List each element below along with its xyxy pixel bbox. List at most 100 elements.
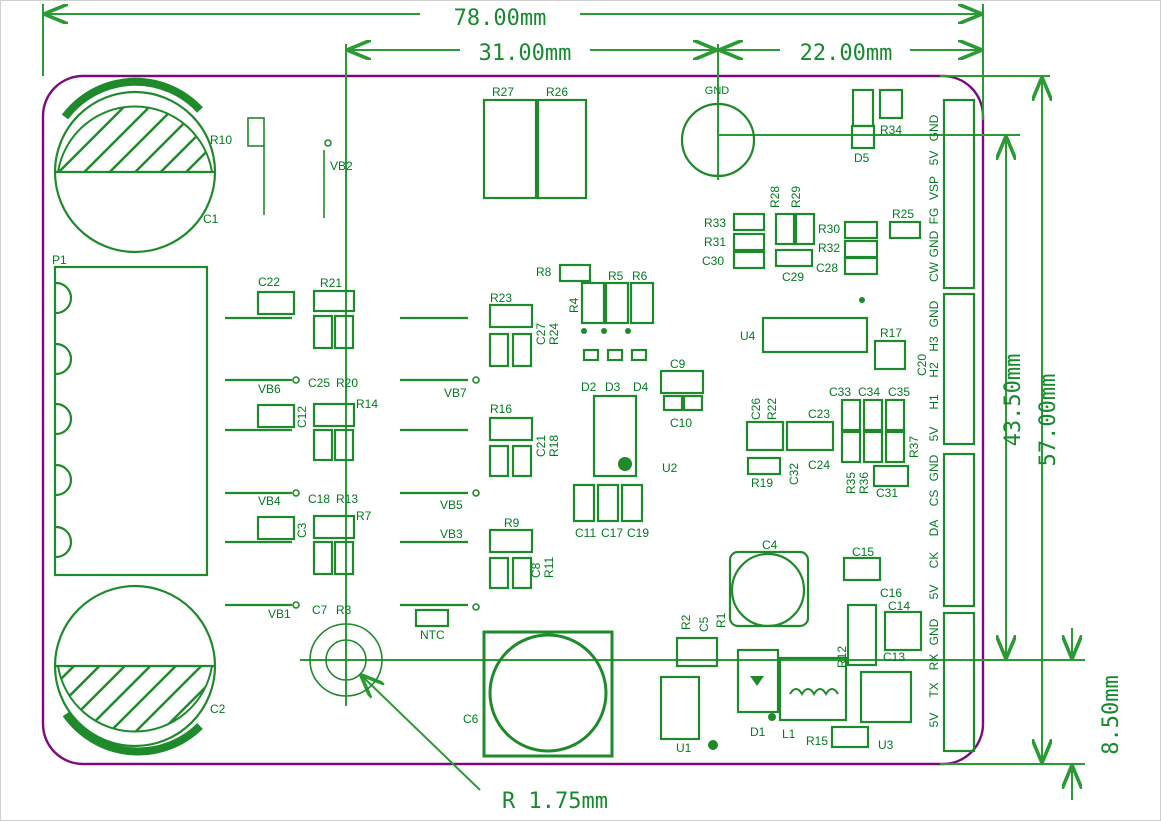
label-r4: R4 bbox=[567, 297, 581, 313]
label-c26: C26 bbox=[749, 398, 763, 420]
label-r3: R3 bbox=[336, 603, 352, 617]
label-vb5: VB5 bbox=[440, 498, 463, 512]
label-d3: D3 bbox=[605, 380, 621, 394]
label-c31: C31 bbox=[876, 486, 898, 500]
label-c21: C21 bbox=[534, 435, 548, 457]
label-vb1: VB1 bbox=[268, 607, 291, 621]
dim-overall-width: 78.00mm bbox=[454, 6, 547, 31]
label-d5: D5 bbox=[854, 151, 870, 165]
label-r28: R28 bbox=[768, 186, 782, 208]
label-c9: C9 bbox=[670, 357, 686, 371]
label-r9: R9 bbox=[504, 516, 520, 530]
label-vb6: VB6 bbox=[258, 382, 281, 396]
pin-label: FG bbox=[927, 208, 941, 225]
label-r1: R1 bbox=[714, 612, 728, 628]
label-p1: P1 bbox=[52, 253, 67, 267]
label-c32: C32 bbox=[787, 463, 801, 485]
label-c17: C17 bbox=[601, 526, 623, 540]
center-parts bbox=[482, 98, 705, 758]
label-d2: D2 bbox=[581, 380, 597, 394]
label-r13: R13 bbox=[336, 492, 358, 506]
pin-label: VSP bbox=[927, 176, 941, 200]
label-c6: C6 bbox=[463, 712, 479, 726]
label-c20: C20 bbox=[915, 354, 929, 376]
label-r18: R18 bbox=[547, 435, 561, 457]
label-c27: C27 bbox=[534, 323, 548, 345]
label-l1: L1 bbox=[782, 727, 796, 741]
pin-label: H2 bbox=[927, 362, 941, 378]
label-ntc: NTC bbox=[420, 628, 445, 642]
label-c1: C1 bbox=[203, 212, 219, 226]
label-r8: R8 bbox=[536, 265, 552, 279]
gnd-testpoint bbox=[680, 102, 756, 178]
label-r36: R36 bbox=[857, 472, 871, 494]
label-r5: R5 bbox=[608, 269, 624, 283]
label-r20: R20 bbox=[336, 376, 358, 390]
label-vb3: VB3 bbox=[440, 527, 463, 541]
label-c33: C33 bbox=[829, 385, 851, 399]
capacitor-c1 bbox=[53, 77, 217, 254]
label-c10: C10 bbox=[670, 416, 692, 430]
label-r22: R22 bbox=[765, 398, 779, 420]
label-c18: C18 bbox=[308, 492, 330, 506]
label-r35: R35 bbox=[844, 472, 858, 494]
dim-height-inner: 43.50mm bbox=[1001, 354, 1026, 447]
pin-label: GND bbox=[927, 300, 941, 327]
label-c30: C30 bbox=[702, 254, 724, 268]
pin-label: RX bbox=[927, 654, 941, 671]
label-r29: R29 bbox=[789, 186, 803, 208]
label-c14: C14 bbox=[888, 599, 910, 613]
left-traces bbox=[225, 316, 468, 607]
label-c25: C25 bbox=[308, 376, 330, 390]
pin-label: 5V bbox=[927, 585, 941, 600]
pin-label: GND bbox=[927, 114, 941, 141]
label-r14: R14 bbox=[356, 397, 378, 411]
connector-pin-labels: GND5VVSPFGGNDCWGNDH3H2H15VGNDCSDACK5VGND… bbox=[927, 114, 941, 727]
dim-height-total: 57.00mm bbox=[1036, 374, 1061, 467]
label-c29: C29 bbox=[782, 270, 804, 284]
label-r30: R30 bbox=[818, 222, 840, 236]
label-vb7: VB7 bbox=[444, 386, 467, 400]
pin-label: CK bbox=[927, 552, 941, 569]
label-c11: C11 bbox=[575, 526, 596, 540]
label-r6: R6 bbox=[632, 269, 648, 283]
label-r12: R12 bbox=[835, 646, 849, 668]
label-r32: R32 bbox=[818, 241, 840, 255]
pin-label: 5V bbox=[927, 427, 941, 442]
label-r23: R23 bbox=[490, 291, 512, 305]
label-r7: R7 bbox=[356, 509, 372, 523]
label-r33: R33 bbox=[704, 216, 726, 230]
label-r2: R2 bbox=[679, 614, 693, 630]
label-u4: U4 bbox=[740, 329, 756, 343]
label-c3: C3 bbox=[295, 522, 309, 538]
pin-label: DA bbox=[927, 520, 941, 537]
label-r27: R27 bbox=[492, 85, 514, 99]
label-c22: C22 bbox=[258, 275, 280, 289]
pin-label: GND bbox=[927, 230, 941, 257]
pin-label: TX bbox=[927, 682, 941, 697]
label-c12: C12 bbox=[295, 406, 309, 428]
right-parts bbox=[675, 88, 923, 749]
pin-label: H3 bbox=[927, 336, 941, 352]
label-r24: R24 bbox=[547, 323, 561, 345]
label-c4: C4 bbox=[762, 538, 778, 552]
label-r31: R31 bbox=[704, 235, 726, 249]
label-c24: C24 bbox=[808, 458, 830, 472]
dimension-lines bbox=[42, 4, 1085, 800]
label-c28: C28 bbox=[816, 261, 838, 275]
label-r37: R37 bbox=[907, 436, 921, 458]
label-r16: R16 bbox=[490, 402, 512, 416]
pin-label: H1 bbox=[927, 394, 941, 410]
label-d1: D1 bbox=[750, 725, 766, 739]
label-u2: U2 bbox=[662, 461, 678, 475]
label-u1: U1 bbox=[676, 741, 692, 755]
label-r15: R15 bbox=[806, 734, 828, 748]
label-c35: C35 bbox=[888, 385, 910, 399]
pin-label: GND bbox=[927, 454, 941, 481]
label-c5: C5 bbox=[697, 616, 711, 632]
capacitor-c2 bbox=[53, 584, 217, 756]
label-r26: R26 bbox=[546, 85, 568, 99]
label-c16: C16 bbox=[880, 586, 902, 600]
